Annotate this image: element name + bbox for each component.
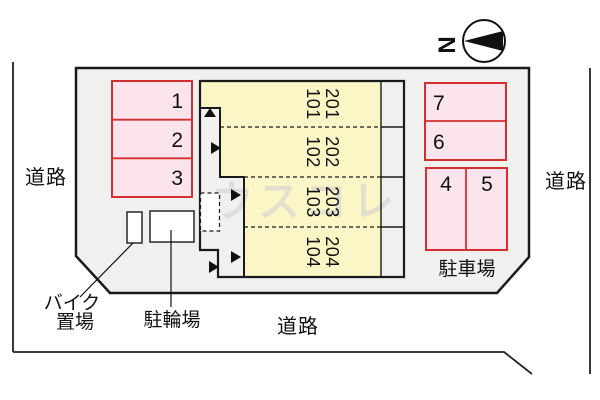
bike-storage-label-line1: バイク (44, 292, 101, 314)
room-label-202-102: 202 102 (303, 136, 342, 168)
parking-space-1-label: 1 (171, 90, 183, 113)
bicycle-parking-label: 駐輪場 (143, 309, 200, 331)
parking-space-3-label: 3 (171, 167, 183, 190)
parking-space-5-label: 5 (481, 173, 493, 196)
bike-storage-label-line2: 置場 (56, 311, 94, 333)
bicycle-parking-box (149, 210, 195, 243)
entrance-arrow-right-icon (209, 261, 219, 273)
road-label-right: 道路 (545, 170, 587, 193)
room-label-203-103: 203 103 (303, 186, 342, 218)
room-lower-label: 102 (303, 136, 323, 168)
room-lower-label: 104 (303, 236, 323, 268)
compass: N (434, 19, 506, 63)
room-label-201-101: 201 101 (303, 88, 342, 120)
parking-space-2-label: 2 (171, 129, 183, 152)
room-lower-label: 103 (303, 186, 323, 218)
room-upper-label: 202 (322, 136, 342, 168)
entrance-arrow-up-icon (204, 108, 216, 117)
left-parking-block: 1 2 3 (111, 80, 193, 198)
room-upper-label: 204 (322, 236, 342, 268)
car-parking-label: 駐車場 (438, 258, 495, 280)
parking-space-6-label: 6 (433, 131, 445, 154)
compass-north-label: N (434, 36, 461, 53)
road-label-left: 道路 (25, 166, 67, 189)
room-upper-label: 203 (322, 186, 342, 218)
corridor-wall (200, 107, 245, 277)
left-parking-area (111, 80, 193, 198)
parking-space-4-label: 4 (440, 173, 452, 196)
road-bottom-outer-line (13, 351, 533, 375)
building-outline (198, 79, 406, 279)
entrance-arrow-right-icon (231, 189, 241, 201)
parking-space-7-label: 7 (433, 92, 445, 115)
porch-dashed-box (199, 192, 221, 232)
watermark-text: ウスコレ (211, 178, 399, 225)
road-label-bottom: 道路 (277, 315, 319, 338)
right-parking-lower-block: 4 5 (425, 167, 508, 251)
building-floor-area (200, 81, 381, 277)
right-parking-upper-block: 7 6 (424, 82, 507, 161)
building: ウスコレ 201 101 202 102 203 (198, 79, 406, 279)
room-lower-label: 101 (303, 88, 323, 120)
bike-storage-box (126, 211, 143, 244)
compass-needle-icon (464, 31, 503, 51)
entrance-arrow-right-icon (211, 142, 221, 154)
bike-storage-leader-line (79, 242, 134, 298)
entrance-arrow-right-icon (231, 251, 241, 263)
room-upper-label: 201 (322, 88, 342, 120)
room-label-204-104: 204 104 (303, 236, 342, 268)
